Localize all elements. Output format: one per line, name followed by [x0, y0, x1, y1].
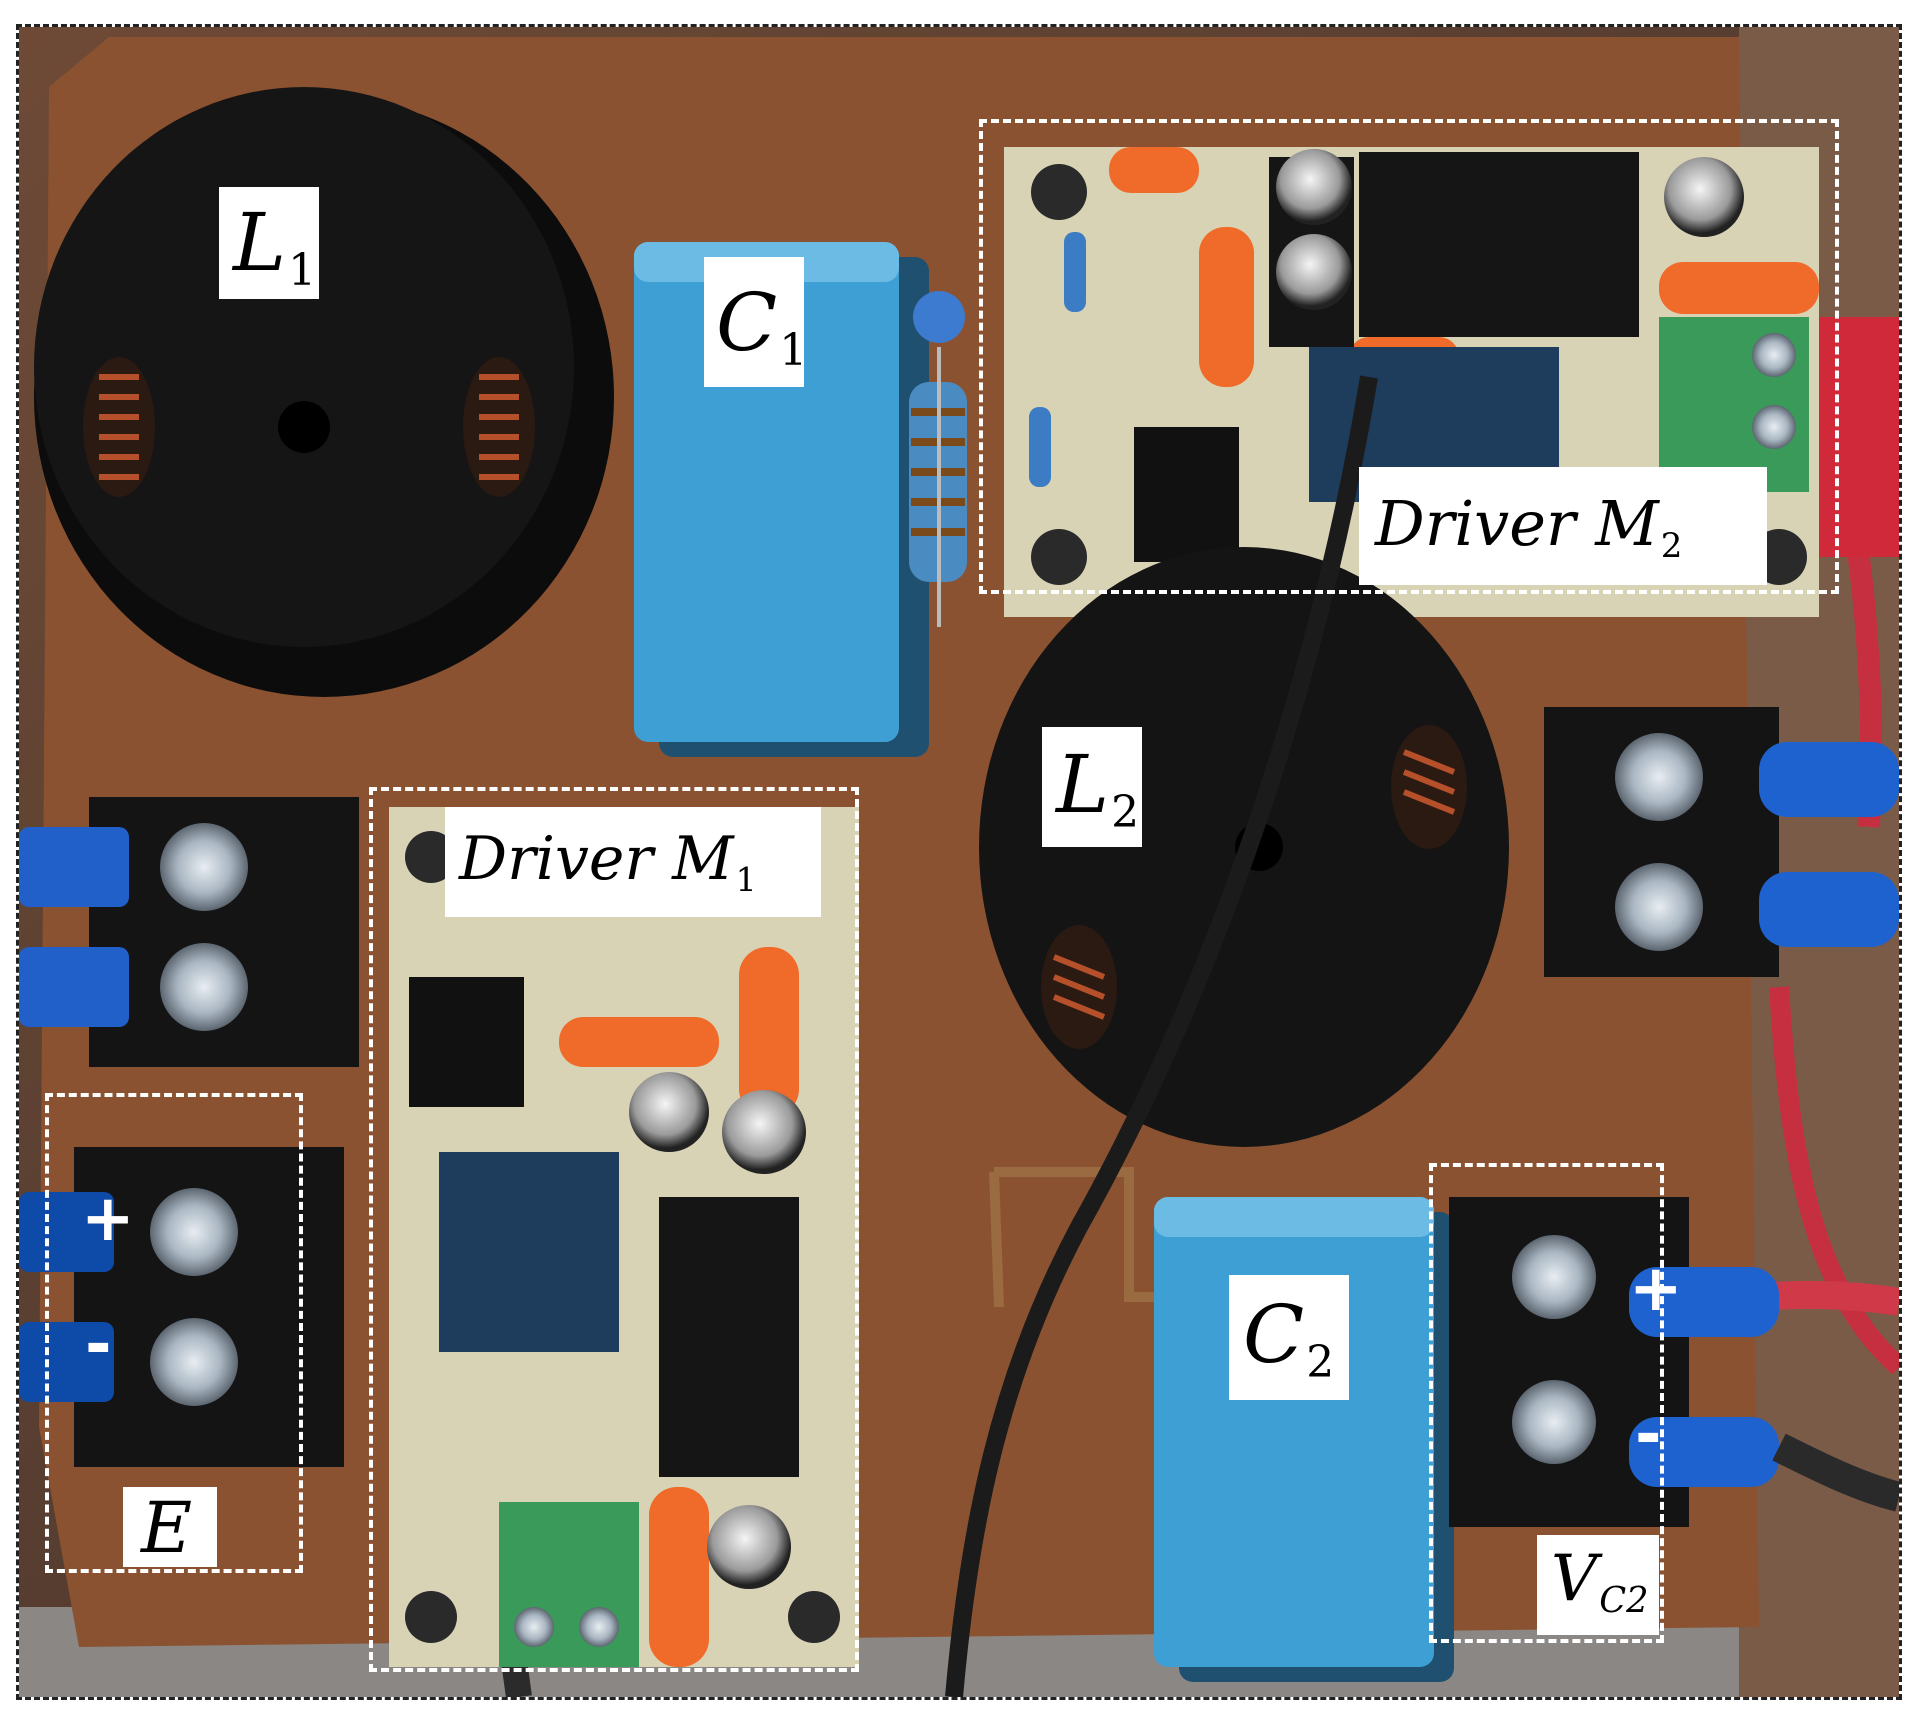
- driver-m1-label: Driver M1: [445, 807, 821, 917]
- m2-ecap-1: [1276, 149, 1352, 225]
- vc2-lug-plus: [1629, 1267, 1779, 1337]
- vc2-box: [1429, 1163, 1664, 1643]
- l1-body: [34, 87, 574, 647]
- vc2-label-sub: C2: [1599, 1580, 1649, 1622]
- right-terminal-screw-1: [1615, 733, 1703, 821]
- left-terminal-screw-2: [160, 943, 248, 1031]
- e-label-main: E: [141, 1487, 193, 1569]
- m1-orange-cap-1: [559, 1017, 719, 1067]
- m1-terminal-screw-1: [514, 1607, 554, 1647]
- c2-label: C2: [1229, 1275, 1349, 1400]
- driver-m2-box: [979, 119, 1839, 594]
- driver-m2-label-sub: 2: [1660, 525, 1683, 566]
- l2-label-sub: 2: [1111, 787, 1140, 839]
- red-connector: [1809, 317, 1899, 557]
- driver-m2-label: Driver M2: [1359, 467, 1767, 585]
- m1-ecap-1: [629, 1072, 709, 1152]
- l1-winding-left: [99, 374, 139, 480]
- l2-label-main: L: [1056, 738, 1110, 831]
- vc2-terminal-screw-1: [1512, 1235, 1596, 1319]
- right-lug-2: [1759, 872, 1899, 947]
- m2-resistor-1: [1064, 232, 1086, 312]
- vc2-cable: [1772, 1433, 1899, 1512]
- driver-m1-box: [369, 787, 859, 1672]
- vc2-label: VC2: [1537, 1535, 1659, 1635]
- m2-resistor-2: [1029, 407, 1051, 487]
- e-minus-sign: -: [85, 1308, 112, 1382]
- m1-ecap-2: [722, 1090, 806, 1174]
- left-lug-2: [19, 947, 129, 1027]
- pcb-photo: [19, 27, 1899, 1697]
- e-plus-sign: +: [81, 1182, 135, 1256]
- vc2-terminal-screw-2: [1512, 1380, 1596, 1464]
- c2-label-sub: 2: [1306, 1337, 1335, 1389]
- l2-winding-bottom: [1052, 954, 1106, 1020]
- m2-ecap-3: [1664, 157, 1744, 237]
- e-box: [45, 1093, 303, 1573]
- l2-window-top: [1391, 725, 1467, 849]
- e-terminal-screw-2: [150, 1318, 238, 1406]
- left-lug-1: [19, 827, 129, 907]
- e-lug-plus: [19, 1192, 114, 1272]
- m2-ecap-2: [1276, 234, 1352, 310]
- m1-mount-hole-3: [788, 1591, 840, 1643]
- m2-orange-cap-1: [1109, 147, 1199, 193]
- vc2-label-main: V: [1551, 1542, 1598, 1616]
- e-terminal-screw-1: [150, 1188, 238, 1276]
- m2-relay: [1359, 152, 1639, 337]
- m1-heatsink: [439, 1152, 619, 1352]
- ceramic-cap: [913, 291, 965, 343]
- l1-label-main: L: [233, 196, 287, 289]
- m1-orange-cap-3: [649, 1487, 709, 1667]
- c1-body: [634, 242, 899, 742]
- c2-top: [1154, 1197, 1434, 1237]
- vc2-lug-minus: [1629, 1417, 1779, 1487]
- photo-frame: L1 C1 Driver M2 L2 Driver M1 C2 E VC2 + …: [16, 24, 1902, 1700]
- m1-ecap-3: [707, 1505, 791, 1589]
- c1-label-main: C: [716, 276, 778, 369]
- m2-mount-hole-1: [1031, 164, 1087, 220]
- m2-orange-cap-3: [1659, 262, 1819, 314]
- red-wire-2: [1769, 986, 1899, 1375]
- driver-m1-label-sub: 1: [735, 859, 757, 899]
- m1-mount-hole-2: [405, 1591, 457, 1643]
- red-wire-3: [1757, 1280, 1899, 1316]
- m2-mount-hole-2: [1031, 529, 1087, 585]
- left-terminal-screw-1: [160, 823, 248, 911]
- probe-cable: [945, 375, 1378, 1697]
- m2-orange-cap-2: [1199, 227, 1254, 387]
- l1-winding-right: [479, 374, 519, 480]
- l1-center-hole: [278, 401, 330, 453]
- driver-m2-label-main: Driver M: [1375, 487, 1659, 560]
- m1-ic: [409, 977, 524, 1107]
- m1-mount-hole-1: [405, 831, 457, 883]
- m1-regulator: [659, 1197, 799, 1477]
- driver-m1-label-main: Driver M: [459, 824, 734, 894]
- l2-label: L2: [1042, 727, 1142, 847]
- m1-orange-cap-2: [739, 947, 799, 1117]
- c1-label-sub: 1: [779, 325, 808, 377]
- l1-window-left: [83, 357, 155, 497]
- right-lug-1: [1759, 742, 1899, 817]
- vc2-plus-sign: +: [1629, 1252, 1683, 1326]
- vc2-minus-sign: -: [1635, 1398, 1662, 1472]
- c2-body: [1154, 1197, 1434, 1667]
- l2-winding-top: [1402, 749, 1456, 815]
- l1-label-sub: 1: [288, 245, 317, 297]
- l1-window-right: [463, 357, 535, 497]
- c2-label-main: C: [1243, 1288, 1305, 1381]
- m2-ic: [1134, 427, 1239, 562]
- m2-terminal-screw-1: [1752, 333, 1796, 377]
- pcb-trace-2: [989, 1171, 1004, 1308]
- e-lug-minus: [19, 1322, 114, 1402]
- m1-terminal-screw-2: [579, 1607, 619, 1647]
- right-terminal-screw-2: [1615, 863, 1703, 951]
- m2-terminal-screw-2: [1752, 405, 1796, 449]
- c1-label: C1: [704, 257, 808, 387]
- e-label: E: [123, 1487, 217, 1567]
- l1-label: L1: [219, 187, 319, 299]
